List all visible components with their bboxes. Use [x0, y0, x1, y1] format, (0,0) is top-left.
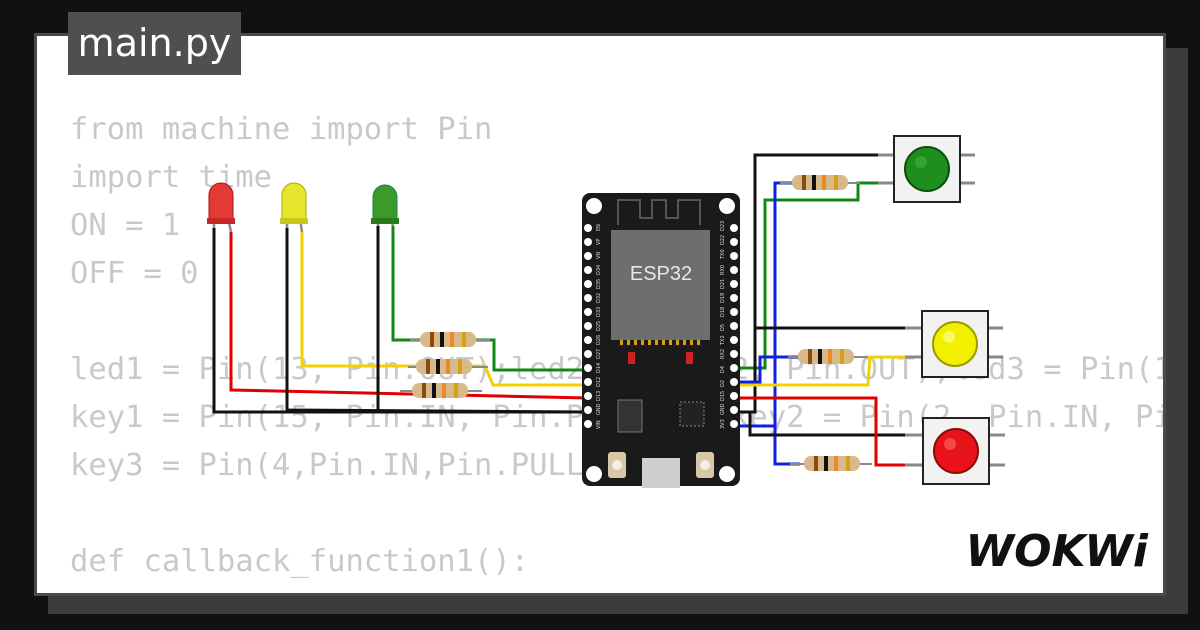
esp32-board[interactable]: ESP32 EN VP VN D34 D35 D32 D33 D25	[582, 193, 740, 488]
yellow-led[interactable]	[280, 182, 308, 233]
pin-label: D23	[720, 221, 726, 231]
wire-red-btn3	[735, 396, 907, 467]
pin-label: D27	[596, 349, 602, 359]
pin-label: VP	[596, 239, 602, 245]
green-button[interactable]	[878, 135, 975, 203]
pin-labels-right: D23 D22 TX0 RX0 D21 D19 D18 D5 TX2 RX2 D…	[720, 221, 726, 429]
boot-button-cap	[612, 460, 622, 470]
pin-label: GND	[596, 403, 602, 415]
pin-label: VIN	[596, 420, 602, 429]
pin-label: D21	[720, 279, 726, 289]
code-line: OFF = 0	[70, 256, 199, 291]
pin-label: D33	[596, 307, 602, 317]
usb-uart-chip	[679, 401, 705, 427]
mount-hole	[719, 198, 735, 214]
smd-component	[628, 352, 635, 364]
wokwi-logo: WOKWi	[966, 526, 1149, 577]
pin-label: RX2	[720, 349, 726, 359]
wire-blue-power2	[773, 426, 800, 466]
code-line: ON = 1	[70, 208, 181, 243]
smd-component	[686, 352, 693, 364]
wire-green-led3	[391, 226, 588, 372]
resistor-btn3[interactable]	[790, 456, 872, 471]
mount-hole	[719, 466, 735, 482]
module-pads	[620, 340, 700, 345]
code-line: key3 = Pin(4,Pin.IN,Pin.PULL_UP)	[70, 448, 658, 483]
wire-green-btn1	[735, 181, 880, 370]
module-label: ESP32	[630, 263, 692, 285]
green-led[interactable]	[371, 184, 399, 227]
pin-label: D19	[720, 293, 726, 303]
pin-label: GND	[720, 403, 726, 415]
pin-label: D18	[720, 307, 726, 317]
pin-header-right	[730, 224, 738, 428]
pin-label: D22	[720, 235, 726, 245]
pin-label: D34	[596, 265, 602, 275]
mount-hole	[586, 466, 602, 482]
pin-label: D13	[596, 391, 602, 401]
resistor-red-led[interactable]	[400, 383, 482, 398]
pin-label: VN	[596, 252, 602, 259]
usb-port[interactable]	[642, 458, 680, 488]
code-line: from machine import Pin	[70, 112, 493, 147]
pin-header-left	[584, 224, 592, 428]
esp32-module	[611, 230, 710, 340]
pin-label: EN	[596, 224, 602, 231]
pin-label: D5	[720, 324, 726, 331]
mount-hole	[586, 198, 602, 214]
pin-label: D35	[596, 279, 602, 289]
pin-label: D25	[596, 321, 602, 331]
yellow-button[interactable]	[905, 310, 1003, 378]
code-line: def callback_function1():	[70, 544, 530, 579]
resistor-btn2[interactable]	[788, 349, 868, 364]
wire-black-led2	[285, 228, 589, 414]
file-tab[interactable]: main.py	[68, 12, 241, 75]
pin-label: D26	[596, 335, 602, 345]
resistor-green-led[interactable]	[410, 332, 490, 347]
pin-label: D15	[720, 391, 726, 401]
code-line: led1.value(ON);led2.value(OFF);led3.valu…	[70, 586, 1163, 593]
wire-blue-btn2	[735, 355, 802, 384]
resistor-btn1[interactable]	[780, 175, 860, 190]
pin-label: TX0	[720, 249, 726, 260]
wires	[212, 153, 907, 467]
pin-labels-left: EN VP VN D34 D35 D32 D33 D25 D26 D27 D14…	[596, 224, 602, 429]
pin-label: D4	[720, 366, 726, 373]
pin-label: D32	[596, 293, 602, 303]
pin-label: TX2	[720, 335, 726, 346]
red-button[interactable]	[905, 417, 1005, 485]
voltage-regulator	[617, 399, 643, 433]
pin-label: 3V3	[720, 419, 726, 429]
en-button-cap	[700, 460, 710, 470]
resistor-yellow-led[interactable]	[408, 359, 488, 374]
wire-red-led1	[229, 232, 589, 400]
wire-black-btn3	[735, 410, 907, 437]
red-led[interactable]	[207, 182, 235, 233]
pin-label: D12	[596, 377, 602, 387]
pin-label: RX0	[720, 265, 726, 275]
antenna-trace	[617, 199, 701, 225]
wire-yellow-btn2	[735, 355, 907, 387]
pin-label: D2	[720, 380, 726, 387]
pin-label: D14	[596, 363, 602, 373]
